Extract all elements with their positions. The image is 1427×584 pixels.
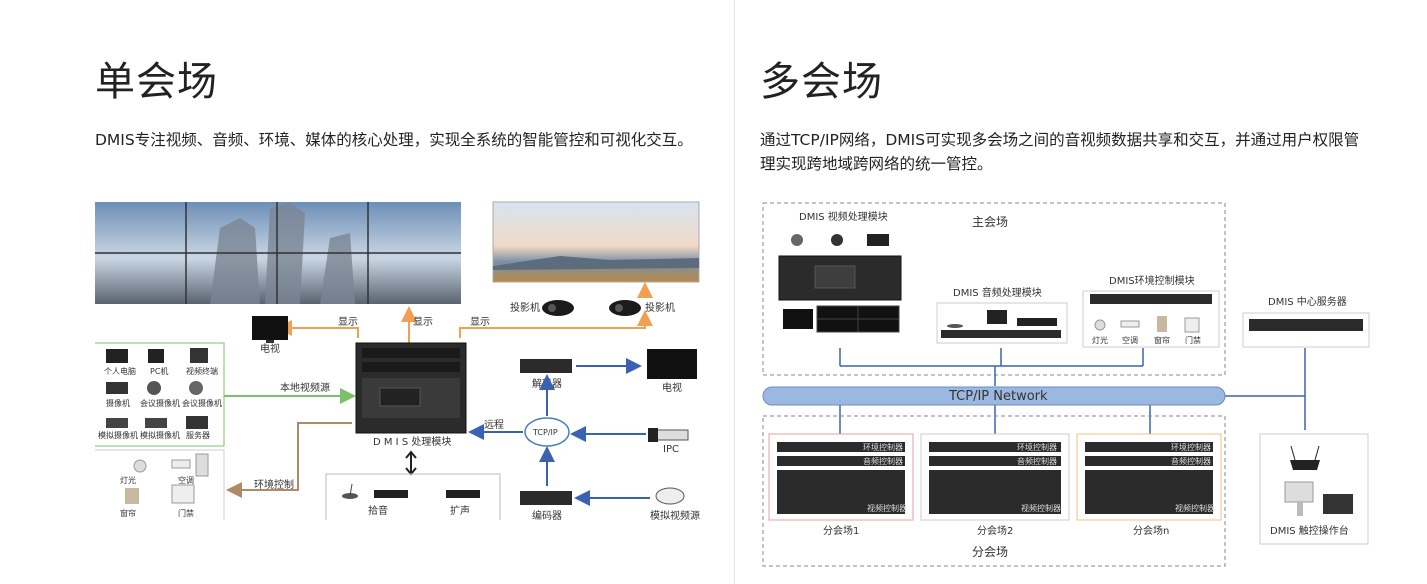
branch1-video: 视频控制器 — [867, 503, 907, 513]
branch1-audio: 音频控制器 — [863, 456, 903, 466]
source-label-7: 模拟摄像机 — [140, 430, 180, 440]
pickup-amplify-devices — [342, 483, 480, 499]
label-analog-source: 模拟视频源 — [650, 509, 700, 522]
label-audio-module: DMIS 音频处理模块 — [953, 286, 1042, 299]
section-divider — [734, 0, 735, 584]
env-module-device — [1082, 290, 1220, 348]
label-video-module: DMIS 视频处理模块 — [799, 210, 888, 223]
touch-console-device — [1259, 433, 1369, 545]
projector-2-icon — [609, 300, 641, 316]
source-label-6: 模拟摄像机 — [98, 430, 138, 440]
branch2-env: 环境控制器 — [1017, 442, 1057, 452]
label-display-left: 显示 — [338, 316, 358, 328]
label-local-video: 本地视频源 — [280, 381, 330, 394]
label-pickup: 拾音 — [368, 504, 388, 517]
video-wall-image — [95, 202, 461, 304]
label-projector-1: 投影机 — [510, 301, 540, 314]
multi-venue-title: 多会场 — [760, 59, 883, 105]
projection-screen-image — [492, 201, 700, 283]
dmis-core-device — [355, 342, 467, 434]
analog-camera-icon — [655, 487, 685, 505]
ipc-camera-icon — [648, 428, 689, 442]
projector-1-icon — [542, 300, 574, 316]
source-label-8: 服务器 — [186, 430, 210, 440]
env-label-2: 窗帘 — [120, 508, 136, 518]
encoder-device — [520, 491, 572, 505]
env-label-3: 门禁 — [178, 508, 194, 518]
env-module-label-1: 空调 — [1122, 335, 1138, 345]
label-env-control: 环境控制 — [254, 478, 294, 491]
tcpip-network-bar — [762, 386, 1226, 406]
env-module-label-3: 门禁 — [1185, 335, 1201, 345]
label-dmis-core: D M I S 处理模块 — [373, 436, 451, 448]
branch-venue-n — [1076, 433, 1222, 521]
branch2-audio: 音频控制器 — [1017, 456, 1057, 466]
label-main-venue: 主会场 — [972, 215, 1008, 229]
branch2-video: 视频控制器 — [1021, 503, 1061, 513]
center-server-device — [1242, 312, 1370, 348]
label-branch-n: 分会场n — [1133, 524, 1169, 537]
video-module-device — [778, 234, 902, 333]
label-remote: 远程 — [484, 419, 504, 431]
label-branch-1: 分会场1 — [823, 524, 859, 537]
audio-module-device — [936, 302, 1068, 344]
branchn-env: 环境控制器 — [1171, 442, 1211, 452]
label-touch-console: DMIS 触控操作台 — [1270, 524, 1349, 537]
label-tv-left: 电视 — [260, 342, 280, 355]
label-projector-2: 投影机 — [645, 301, 675, 314]
branch-venue-2 — [920, 433, 1070, 521]
env-label-0: 灯光 — [120, 475, 136, 485]
single-venue-diagram: 显示 显示 显示 电视 投影机 投影机 个人电脑 PC机 视频终端 摄像机 会议… — [95, 201, 700, 522]
label-network: TCP/IP Network — [948, 389, 1048, 404]
single-venue-title: 单会场 — [95, 59, 218, 105]
source-label-5: 会议摄像机 — [182, 398, 222, 408]
tv-left-icon — [252, 316, 288, 343]
multi-venue-description: 通过TCP/IP网络，DMIS可实现多会场之间的音视频数据共享和交互，并通过用户… — [760, 131, 1360, 173]
label-env-module: DMIS环境控制模块 — [1109, 274, 1195, 287]
label-tv-right: 电视 — [662, 381, 682, 394]
env-module-label-0: 灯光 — [1092, 335, 1108, 345]
source-label-1: PC机 — [150, 366, 168, 376]
multi-venue-diagram: 主会场 DMIS 视频处理模块 DMIS 音频处理模块 DMIS环境控制模块 灯… — [762, 202, 1370, 567]
branch-venue-1 — [768, 433, 914, 521]
label-branch-group: 分会场 — [972, 545, 1008, 559]
label-tcpip: TCP/IP — [532, 428, 558, 437]
branchn-video: 视频控制器 — [1175, 503, 1215, 513]
label-display-right: 显示 — [470, 316, 490, 328]
label-ipc: IPC — [663, 444, 679, 455]
branch1-env: 环境控制器 — [863, 442, 903, 452]
tv-right-icon — [647, 349, 697, 379]
label-encoder: 编码器 — [532, 509, 562, 522]
env-module-label-2: 窗帘 — [1154, 335, 1170, 345]
source-label-4: 会议摄像机 — [140, 398, 180, 408]
label-display-top: 显示 — [413, 316, 433, 328]
label-branch-2: 分会场2 — [977, 524, 1013, 537]
branchn-audio: 音频控制器 — [1171, 456, 1211, 466]
source-label-0: 个人电脑 — [104, 366, 136, 376]
source-label-3: 摄像机 — [106, 398, 130, 408]
env-label-1: 空调 — [178, 475, 194, 485]
decoder-device — [520, 359, 572, 373]
label-center-server: DMIS 中心服务器 — [1268, 295, 1347, 308]
env-devices-icons — [125, 453, 209, 504]
source-devices — [106, 348, 208, 429]
label-amplify: 扩声 — [450, 504, 470, 517]
source-label-2: 视频终端 — [186, 366, 218, 376]
single-venue-description: DMIS专注视频、音频、环境、媒体的核心处理，实现全系统的智能管控和可视化交互。 — [95, 131, 693, 149]
